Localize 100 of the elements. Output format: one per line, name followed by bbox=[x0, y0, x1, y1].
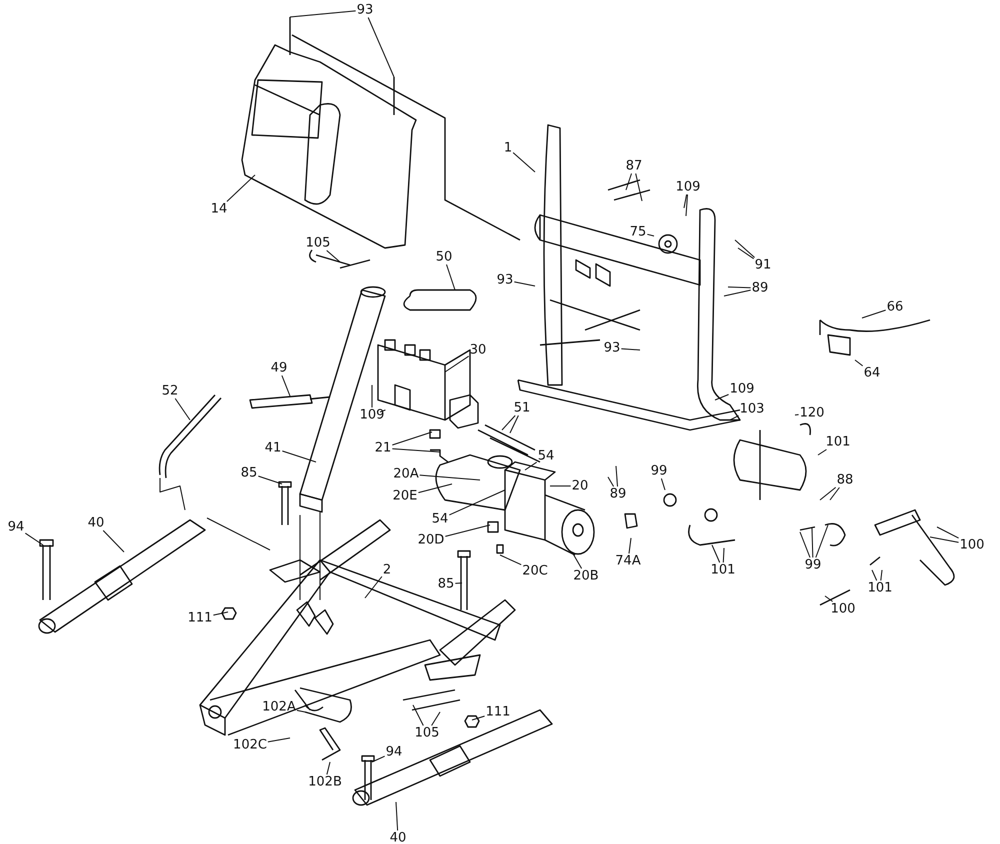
callout-number: 111 bbox=[484, 704, 512, 720]
leader-line bbox=[794, 414, 800, 416]
leader-line bbox=[512, 152, 536, 172]
leader-line bbox=[392, 448, 440, 452]
leader-line bbox=[815, 524, 828, 558]
leader-line bbox=[446, 264, 456, 290]
callout-number: 85 bbox=[240, 466, 258, 480]
callout-number: 99 bbox=[650, 464, 668, 478]
leader-line bbox=[258, 476, 282, 484]
leader-line bbox=[686, 194, 688, 216]
callout-number: 102C bbox=[232, 738, 268, 752]
callout-number: 40 bbox=[86, 516, 106, 530]
leader-line bbox=[226, 174, 256, 202]
leader-line bbox=[872, 570, 878, 581]
leader-line bbox=[730, 415, 740, 420]
leader-line bbox=[712, 544, 720, 563]
leader-line bbox=[444, 524, 490, 537]
leader-line bbox=[738, 248, 754, 260]
leader-line bbox=[824, 596, 834, 602]
callout-number: 101 bbox=[824, 434, 852, 450]
callout-number: 91 bbox=[754, 258, 772, 272]
leader-line bbox=[684, 194, 688, 208]
leader-line bbox=[418, 484, 452, 494]
leader-line bbox=[608, 476, 614, 487]
leader-line bbox=[514, 281, 536, 286]
callout-number: 100 bbox=[830, 602, 856, 616]
callout-number: 111 bbox=[186, 610, 214, 626]
leader-line bbox=[626, 173, 632, 190]
callout-number: 20A bbox=[392, 466, 420, 482]
callout-number: 105 bbox=[414, 726, 440, 740]
leader-line bbox=[800, 532, 810, 558]
leader-line bbox=[936, 526, 960, 539]
callout-number: 103 bbox=[738, 402, 766, 416]
callout-number: 89 bbox=[750, 280, 770, 296]
callout-number: 105 bbox=[304, 236, 332, 250]
leader-line bbox=[326, 250, 340, 262]
leader-line bbox=[728, 286, 752, 288]
leader-line bbox=[431, 712, 440, 726]
callout-number: 109 bbox=[728, 382, 756, 396]
callout-number: 21 bbox=[374, 440, 392, 456]
callout-number: 102B bbox=[307, 774, 343, 790]
leader-line bbox=[880, 570, 882, 581]
leader-line bbox=[620, 348, 640, 350]
leader-line bbox=[281, 375, 290, 396]
callout-number: 75 bbox=[628, 224, 648, 240]
leader-line bbox=[396, 802, 398, 831]
leader-line bbox=[510, 415, 519, 434]
callout-number: 2 bbox=[382, 562, 392, 578]
leader-line bbox=[472, 716, 486, 720]
leader-line bbox=[24, 532, 44, 546]
leader-line bbox=[714, 394, 730, 400]
leader-line bbox=[722, 548, 724, 563]
callout-number: 40 bbox=[388, 830, 408, 844]
callout-number: 120 bbox=[798, 406, 826, 420]
callout-number: 88 bbox=[836, 472, 854, 488]
leader-line bbox=[812, 528, 814, 558]
leader-line bbox=[368, 17, 394, 78]
callout-number: 89 bbox=[608, 486, 628, 502]
leader-line bbox=[326, 762, 330, 775]
leader-line bbox=[818, 449, 827, 456]
callout-number: 52 bbox=[160, 384, 180, 398]
callout-number: 20E bbox=[392, 488, 418, 504]
callout-number: 64 bbox=[862, 366, 882, 380]
callout-number: 41 bbox=[264, 440, 282, 456]
leader-line bbox=[282, 450, 316, 462]
callout-number: 30 bbox=[468, 342, 488, 358]
callout-number: 94 bbox=[384, 744, 404, 760]
leader-line bbox=[862, 310, 886, 318]
leader-line bbox=[660, 478, 666, 490]
leader-line bbox=[524, 462, 538, 470]
callout-number: 93 bbox=[496, 272, 514, 288]
callout-number: 87 bbox=[624, 158, 644, 174]
leader-line bbox=[628, 538, 632, 554]
callout-number: 101 bbox=[710, 562, 736, 578]
leader-line bbox=[854, 360, 864, 366]
callout-number: 20B bbox=[572, 568, 600, 584]
leader-line bbox=[392, 432, 432, 446]
callout-number: 85 bbox=[436, 576, 456, 592]
callout-number: 51 bbox=[512, 400, 532, 416]
leader-line bbox=[412, 704, 424, 726]
callout-number: 94 bbox=[6, 520, 26, 534]
leader-line bbox=[635, 173, 642, 202]
leader-line bbox=[296, 710, 306, 712]
leader-line bbox=[502, 415, 516, 430]
callout-number: 100 bbox=[958, 538, 986, 552]
callout-number: 1 bbox=[502, 140, 514, 156]
leader-line bbox=[572, 552, 582, 569]
leader-line bbox=[212, 612, 228, 616]
callout-number: 74A bbox=[614, 554, 642, 568]
leader-line bbox=[500, 554, 522, 566]
callout-number: 49 bbox=[270, 360, 288, 376]
callout-number: 14 bbox=[210, 202, 228, 216]
leader-line bbox=[364, 576, 382, 598]
callout-number: 20 bbox=[570, 478, 590, 494]
leader-line bbox=[724, 290, 752, 296]
callout-number: 109 bbox=[358, 408, 386, 422]
callout-number: 93 bbox=[356, 2, 374, 18]
leader-line bbox=[646, 234, 654, 236]
callout-number: 101 bbox=[866, 580, 894, 596]
leader-line bbox=[267, 738, 290, 742]
